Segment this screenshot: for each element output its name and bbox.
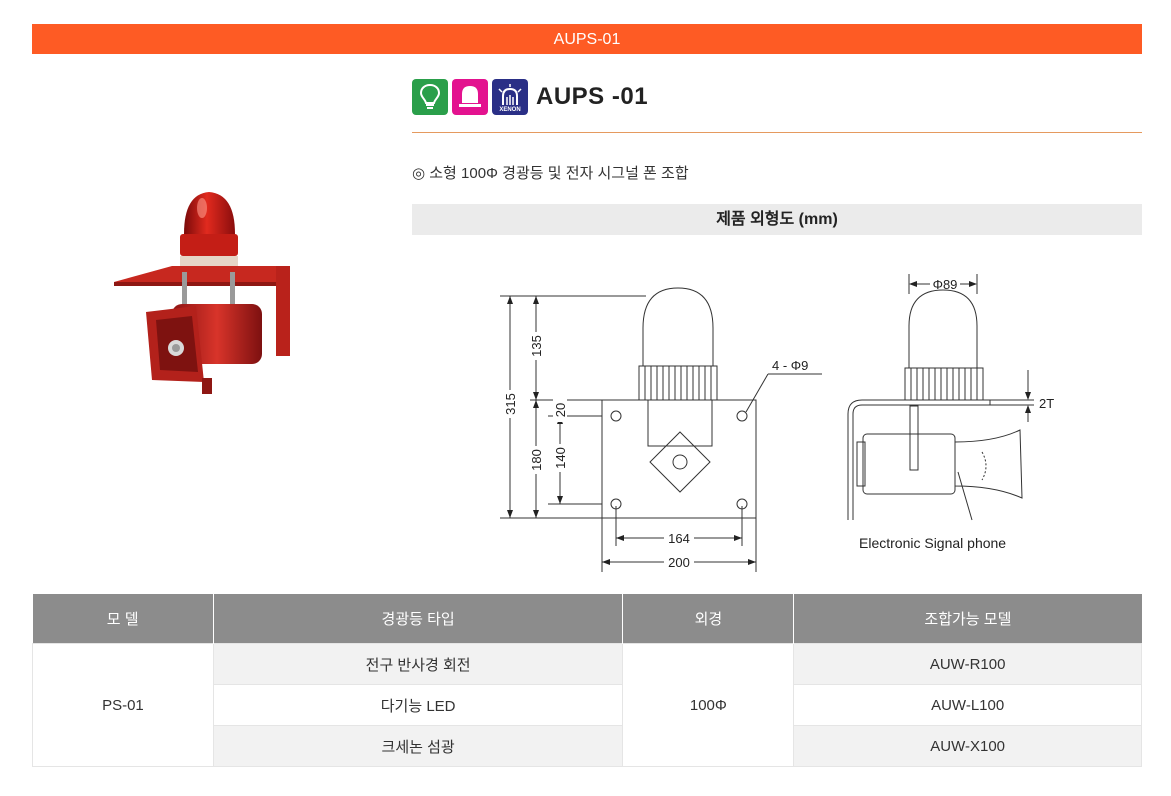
feature-text: ◎ 소형 100Φ 경광등 및 전자 시그널 폰 조합 xyxy=(412,165,689,182)
combo-cell: AUW-X100 xyxy=(793,725,1142,767)
type-cell: 크세논 섬광 xyxy=(212,725,624,767)
dimension-drawing: 315 135 180 20 140 164 200 4 - Φ9 Φ89 2T… xyxy=(500,274,1054,572)
xenon-label: XENON xyxy=(499,107,521,113)
front-plate xyxy=(601,399,757,519)
table-row: 다기능 LED AUW-L100 xyxy=(33,684,1142,726)
bulb-icon xyxy=(412,79,448,115)
page-title: AUPS-01 xyxy=(553,31,621,48)
table-row: PS-01 전구 반사경 회전 100Φ AUW-R100 xyxy=(32,643,1142,767)
dim-200: 200 xyxy=(668,555,690,570)
product-header: XENON AUPS -01 xyxy=(412,78,648,116)
spec-table: 모 델 경광등 타입 외경 조합가능 모델 PS-01 전구 반사경 회전 10… xyxy=(32,594,1142,767)
table-row: 크세논 섬광 AUW-X100 xyxy=(33,725,1142,767)
header-model: 모 델 xyxy=(32,594,214,644)
dimension-heading: 제품 외형도 (mm) xyxy=(412,204,1142,235)
combo-cell: AUW-L100 xyxy=(793,684,1142,726)
dim-135: 135 xyxy=(529,335,544,357)
type-cell: 다기능 LED xyxy=(212,684,624,726)
dim-140: 140 xyxy=(553,447,568,469)
side-horn-bell xyxy=(954,429,1023,499)
model-title: AUPS -01 xyxy=(536,83,649,110)
combo-cell: AUW-R100 xyxy=(793,643,1142,685)
header-combo: 조합가능 모델 xyxy=(793,594,1142,644)
type-cell: 전구 반사경 회전 xyxy=(212,643,624,685)
dim-180: 180 xyxy=(529,449,544,471)
dim-20: 20 xyxy=(553,403,568,417)
diameter-cell: 100Φ xyxy=(622,643,795,767)
phone-label: Electronic Signal phone xyxy=(859,535,1006,551)
led-icon xyxy=(452,79,488,115)
dim-2t: 2T xyxy=(1039,396,1054,411)
model-cell: PS-01 xyxy=(32,643,214,767)
dim-89: Φ89 xyxy=(933,277,958,292)
product-photo xyxy=(114,192,290,394)
xenon-icon: XENON xyxy=(492,79,528,115)
front-dome xyxy=(642,287,714,366)
side-dome xyxy=(908,289,978,368)
header-diameter: 외경 xyxy=(622,594,795,644)
side-horn-body xyxy=(862,433,956,495)
dimension-heading-text: 제품 외형도 (mm) xyxy=(716,211,838,228)
dim-164: 164 xyxy=(668,531,690,546)
side-bracket xyxy=(847,399,991,520)
divider xyxy=(412,132,1142,133)
dim-315: 315 xyxy=(503,393,518,415)
page-title-bar: AUPS-01 xyxy=(32,24,1142,54)
dim-hole: 4 - Φ9 xyxy=(772,358,808,373)
front-horn xyxy=(649,431,711,493)
header-type: 경광등 타입 xyxy=(213,594,624,644)
